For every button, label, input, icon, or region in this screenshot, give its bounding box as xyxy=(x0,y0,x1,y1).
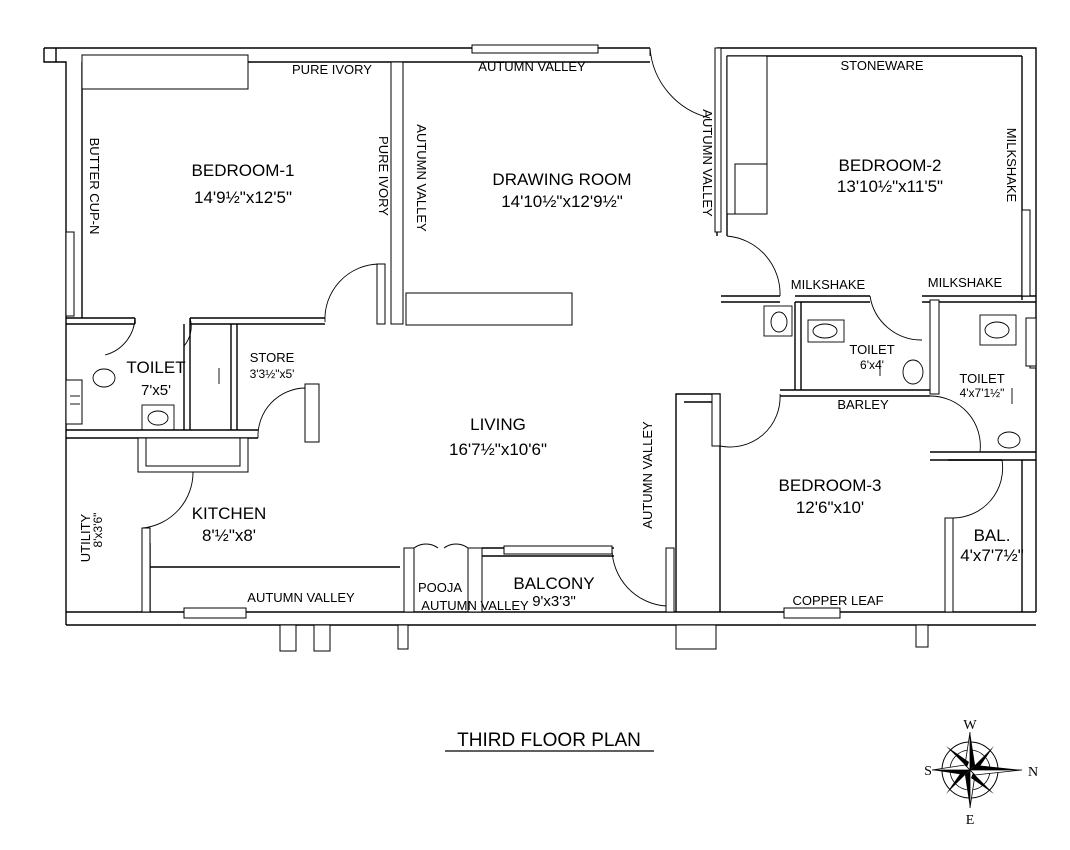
outer-walls xyxy=(43,47,1037,626)
paint-milkshake-1: MILKSHAKE xyxy=(791,277,866,292)
utility-size: 8'x3'6" xyxy=(91,513,105,548)
bedroom2-size: 13'10½"x11'5" xyxy=(837,177,943,196)
kitchen-name: KITCHEN xyxy=(192,504,267,523)
paint-stoneware: STONEWARE xyxy=(840,58,923,73)
drawing-room-size: 14'10½"x12'9½" xyxy=(501,192,623,211)
toilet2-name: TOILET xyxy=(849,342,894,357)
windows xyxy=(65,44,1037,652)
plan-title: THIRD FLOOR PLAN xyxy=(457,730,641,751)
bedroom3-size: 12'6"x10' xyxy=(796,498,864,517)
compass-rose: W E S N xyxy=(924,718,1038,828)
paint-autumn-pooja: AUTUMN VALLEY xyxy=(421,598,529,613)
store-size: 3'3½"x5' xyxy=(250,367,295,381)
paint-milkshake-right: MILKSHAKE xyxy=(1004,128,1019,203)
doors xyxy=(104,47,1004,607)
paint-labels: PURE IVORY PURE IVORY BUTTER CUP-N AUTUM… xyxy=(87,58,1019,613)
balcony-name: BALCONY xyxy=(513,574,594,593)
compass-e: E xyxy=(966,813,975,828)
room-labels: BEDROOM-1 14'9½"x12'5" DRAWING ROOM 14'1… xyxy=(78,156,1024,610)
toilet2-size: 6'x4' xyxy=(860,358,884,372)
paint-autumn-living: AUTUMN VALLEY xyxy=(640,421,655,529)
toilet3-size: 4'x7'1½" xyxy=(960,386,1005,400)
paint-autumn-top: AUTUMN VALLEY xyxy=(478,59,586,74)
paint-pure-ivory-side: PURE IVORY xyxy=(376,136,391,216)
compass-n: N xyxy=(1028,765,1038,780)
paint-barley: BARLEY xyxy=(837,397,889,412)
store-name: STORE xyxy=(250,350,295,365)
toilet1-size: 7'x5' xyxy=(141,382,171,399)
bedroom1-name: BEDROOM-1 xyxy=(192,161,295,180)
compass-w: W xyxy=(963,718,977,733)
paint-butter-cup: BUTTER CUP-N xyxy=(87,138,102,235)
paint-autumn-drawing-left: AUTUMN VALLEY xyxy=(414,124,429,232)
drawing-room-name: DRAWING ROOM xyxy=(492,170,631,189)
paint-autumn-drawing-right: AUTUMN VALLEY xyxy=(700,109,715,217)
bal-size: 4'x7'7½" xyxy=(960,546,1024,565)
paint-copper-leaf: COPPER LEAF xyxy=(792,593,883,608)
balcony-size: 9'x3'3" xyxy=(532,593,576,610)
bedroom3-name: BEDROOM-3 xyxy=(779,476,882,495)
pooja-name: POOJA xyxy=(418,580,462,595)
toilet3-name: TOILET xyxy=(959,371,1004,386)
compass-s: S xyxy=(924,764,932,779)
interior-walls xyxy=(66,54,1037,613)
paint-pure-ivory-top: PURE IVORY xyxy=(292,62,372,77)
living-size: 16'7½"x10'6" xyxy=(449,440,547,459)
kitchen-size: 8'½"x8' xyxy=(202,526,256,545)
paint-autumn-kitchen: AUTUMN VALLEY xyxy=(247,590,355,605)
living-name: LIVING xyxy=(470,415,526,434)
bedroom2-name: BEDROOM-2 xyxy=(839,156,942,175)
toilet1-name: TOILET xyxy=(126,358,185,377)
fixtures xyxy=(92,305,1021,449)
bedroom1-size: 14'9½"x12'5" xyxy=(194,188,292,207)
paint-milkshake-2: MILKSHAKE xyxy=(928,275,1003,290)
utility-name: UTILITY xyxy=(78,513,93,562)
bal-name: BAL. xyxy=(974,526,1011,545)
